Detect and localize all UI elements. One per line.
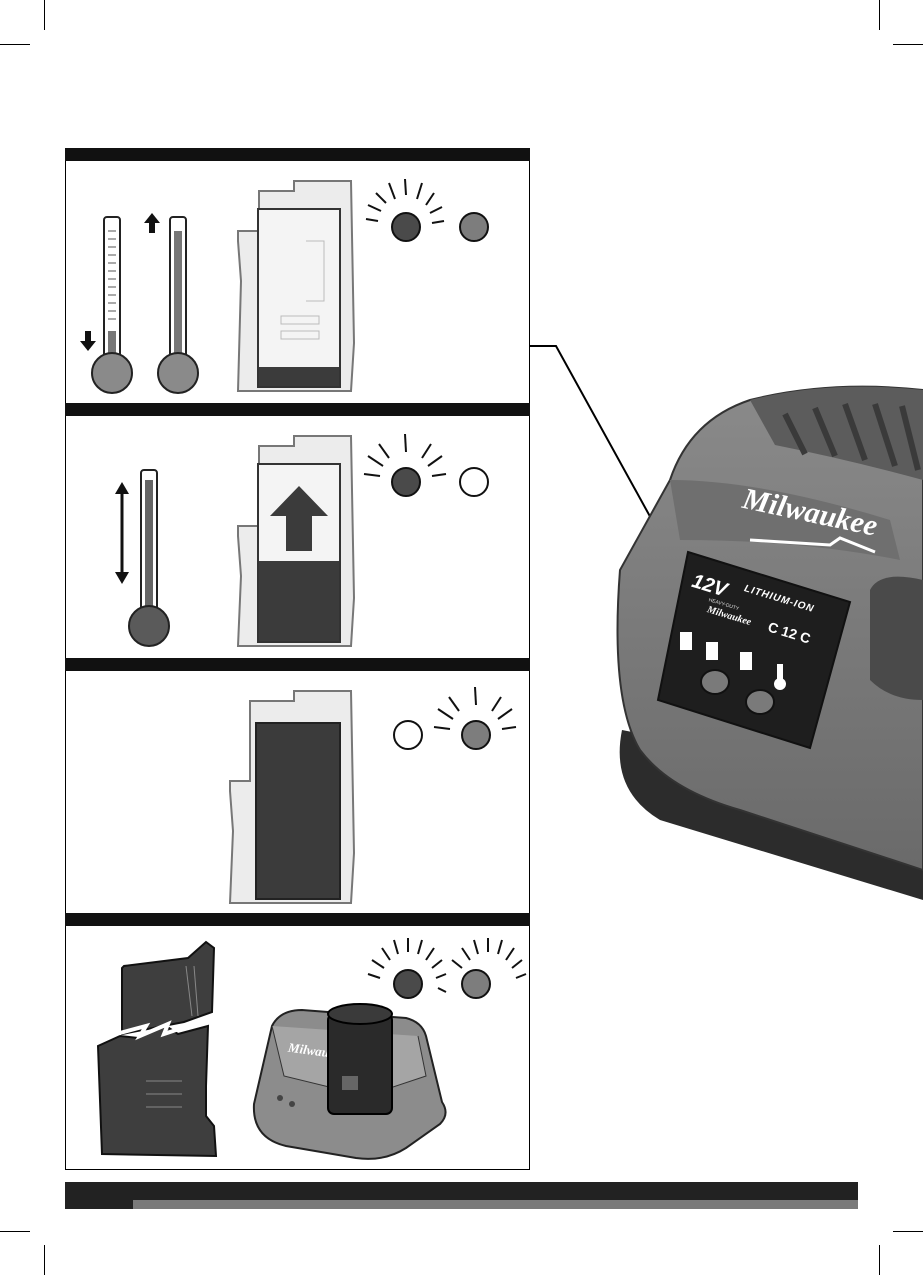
green-led-off-icon	[460, 468, 488, 496]
arrow-down-icon	[80, 331, 96, 351]
charger-red-led	[701, 670, 729, 694]
green-led-on-icon	[434, 687, 516, 749]
charger-green-led	[746, 690, 774, 714]
crop-mark	[0, 1231, 30, 1232]
thermometer-normal-icon	[129, 470, 169, 646]
crop-mark	[44, 0, 45, 30]
footer-dark-bar	[65, 1182, 858, 1200]
crop-mark	[0, 44, 30, 45]
panel-header-bar	[65, 403, 530, 416]
charging-illustration	[66, 416, 529, 658]
charger-illustration: Milwaukee 12V LITHIUM-ION HEAVY-DUTY Mil…	[600, 370, 923, 910]
panel-temperature-out-of-range	[66, 161, 529, 403]
panel-header-bar	[65, 913, 530, 926]
footer-gray-bar	[133, 1200, 858, 1209]
red-led-blinking-icon	[366, 179, 444, 241]
temperature-range-arrow-icon	[115, 482, 129, 584]
both-leds-blinking-icon	[368, 938, 526, 998]
green-led-icon	[460, 213, 488, 241]
crop-mark	[44, 1245, 45, 1275]
fully-charged-illustration	[66, 671, 529, 913]
battery-pack-full-icon	[230, 691, 354, 903]
panel-charging	[66, 416, 529, 658]
crop-mark	[893, 1231, 923, 1232]
red-led-off-icon	[394, 721, 422, 749]
broken-battery-icon	[98, 942, 216, 1156]
crop-mark	[879, 0, 880, 30]
defective-battery-illustration: Milwaukee	[66, 926, 529, 1169]
cold-thermometer-icon	[92, 217, 132, 393]
red-led-on-icon	[364, 434, 446, 496]
panel-header-bar	[65, 658, 530, 671]
panel-fully-charged	[66, 671, 529, 913]
crop-mark	[893, 44, 923, 45]
temperature-out-of-range-illustration	[66, 161, 529, 403]
red-led-blinking-icon	[394, 970, 422, 998]
green-led-blinking-icon	[462, 970, 490, 998]
hot-thermometer-icon	[158, 217, 198, 393]
small-charger-with-battery-icon: Milwaukee	[254, 1004, 446, 1159]
crop-mark	[879, 1245, 880, 1275]
arrow-up-icon	[144, 213, 160, 233]
battery-pack-icon	[238, 181, 354, 391]
panel-defective-battery: Milwaukee	[66, 926, 529, 1169]
panel-header-bar	[65, 148, 530, 161]
footer-dark-tab	[65, 1200, 133, 1209]
battery-pack-icon	[238, 436, 354, 646]
